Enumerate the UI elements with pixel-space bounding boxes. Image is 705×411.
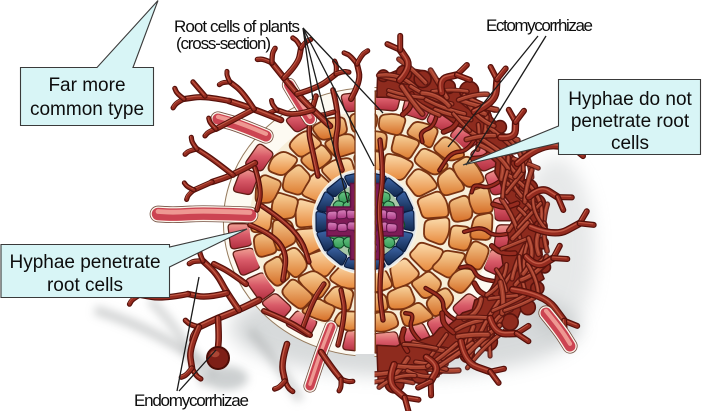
- svg-text:cells: cells: [611, 133, 649, 154]
- svg-text:Far more: Far more: [48, 75, 125, 96]
- svg-text:(cross-section): (cross-section): [176, 34, 271, 53]
- svg-text:root cells: root cells: [47, 275, 123, 296]
- svg-text:Hyphae penetrate: Hyphae penetrate: [9, 252, 160, 273]
- svg-text:common type: common type: [30, 99, 144, 120]
- svg-text:Root cells of plants: Root cells of plants: [174, 17, 300, 36]
- svg-text:penetrate root: penetrate root: [571, 111, 690, 132]
- svg-text:Ectomycorrhizae: Ectomycorrhizae: [486, 16, 593, 35]
- svg-text:Hyphae do not: Hyphae do not: [568, 89, 692, 110]
- svg-text:Endomycorrhizae: Endomycorrhizae: [134, 391, 249, 410]
